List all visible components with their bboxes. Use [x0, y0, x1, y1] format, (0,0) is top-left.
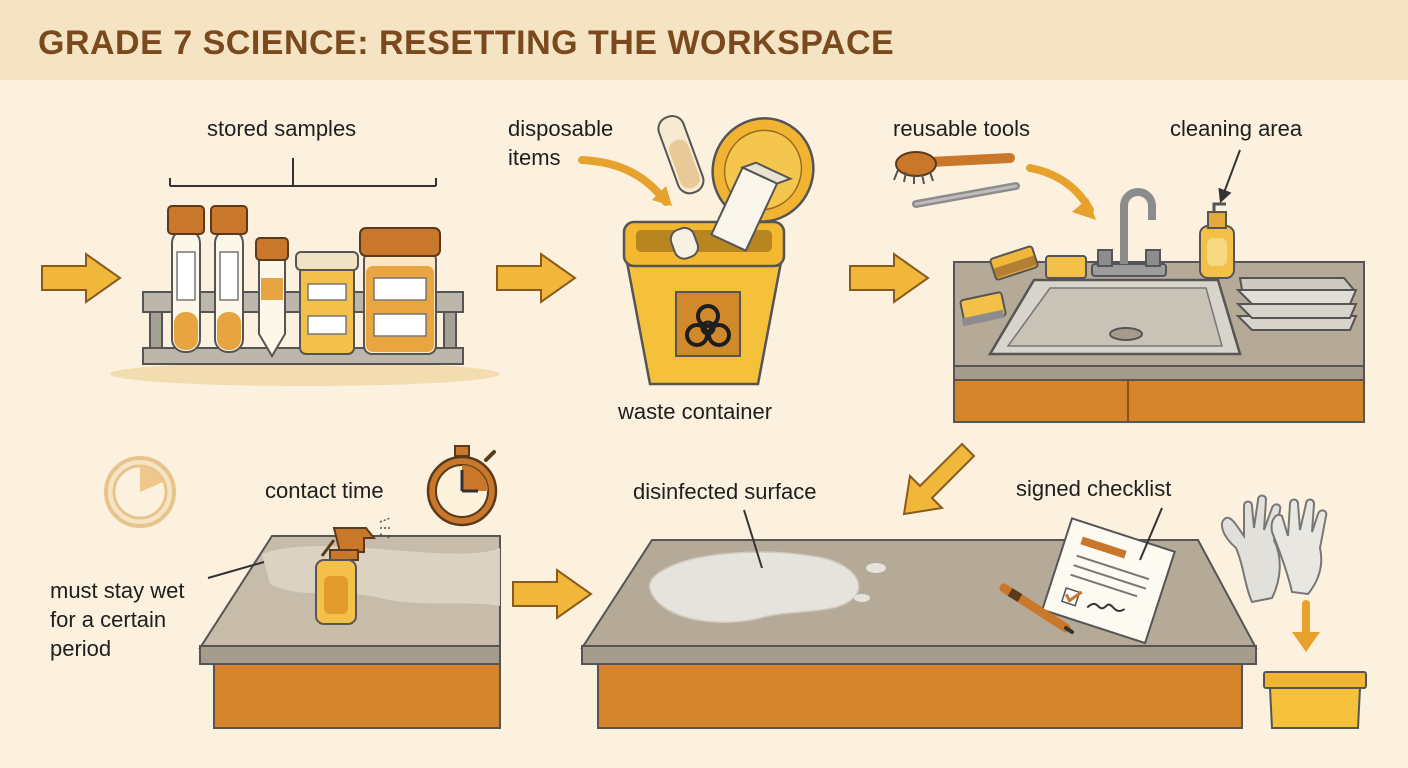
flow-arrow-3: [849, 252, 930, 304]
sample-tube: [258, 257, 286, 358]
gloves-icon: [1220, 494, 1328, 604]
wet-spot: [648, 551, 860, 624]
label-disposable-items-line2: items: [508, 145, 561, 170]
sample-rack: [110, 158, 500, 386]
flow-arrow-diagonal: [902, 442, 976, 516]
stacked-trays: [1235, 277, 1358, 331]
label-disinfected-surface: disinfected surface: [633, 479, 817, 504]
label-cleaning-area: cleaning area: [1170, 116, 1303, 141]
dropper-icon: [912, 182, 1020, 208]
page-title: GRADE 7 SCIENCE: RESETTING THE WORKSPACE: [38, 24, 895, 62]
label-contact-time: contact time: [265, 478, 384, 503]
glove-bin: [1263, 671, 1367, 729]
clock-icon: [104, 456, 176, 528]
cleaning-station: [953, 188, 1365, 423]
soap-dispenser-icon: [1199, 202, 1235, 279]
label-must-stay-wet-line3: period: [50, 636, 112, 661]
flow-arrow-4: [512, 568, 593, 620]
biohazard-icon: [685, 304, 731, 347]
label-waste-container: waste container: [618, 399, 773, 424]
bracket: [169, 158, 437, 187]
waste-bin: [622, 115, 815, 386]
pen-icon: [999, 583, 1074, 634]
falling-tube: [657, 115, 705, 195]
header-bar: [0, 0, 1408, 80]
brush-icon: [893, 151, 1015, 185]
label-disposable-items-line1: disposable: [508, 116, 614, 141]
disposable-box: [710, 161, 793, 252]
label-reusable-tools: reusable tools: [893, 116, 1030, 141]
faucet-icon: [1091, 188, 1167, 277]
checklist-icon: [1041, 517, 1176, 645]
flow-arrow-1: [41, 252, 122, 304]
label-must-stay-wet-line1: must stay wet: [50, 578, 185, 603]
label-signed-checklist: signed checklist: [1016, 476, 1172, 501]
stopwatch-icon: [426, 445, 498, 527]
label-must-stay-wet-line2: for a certain: [50, 607, 167, 632]
sponge-icon: [959, 245, 1087, 327]
sample-jar: [299, 265, 355, 355]
flow-arrow-2: [496, 252, 577, 304]
spray-bottle-icon: [315, 517, 392, 625]
label-stored-samples: stored samples: [207, 116, 357, 141]
